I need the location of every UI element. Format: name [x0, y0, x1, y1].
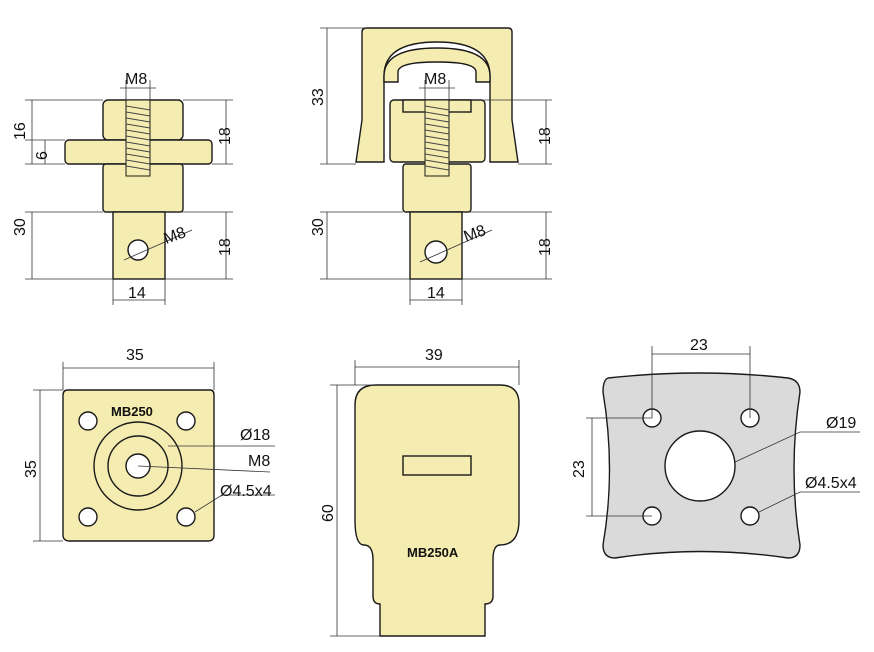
- slot: [402, 455, 472, 476]
- thread-lines: [424, 105, 450, 171]
- cross-hole: [127, 239, 149, 261]
- v2-thread-label: M8: [424, 71, 446, 88]
- plate-hole-br: [740, 506, 760, 526]
- v1-height-18-top: 18: [217, 127, 234, 145]
- v1-hole-label: M8: [162, 224, 189, 248]
- cross-hole: [424, 240, 448, 264]
- center-hole: [664, 430, 736, 502]
- cap-outer: [355, 27, 519, 163]
- v3-dia-outer-label: Ø18: [240, 427, 270, 444]
- v1-height-18-shaft: 18: [217, 238, 234, 256]
- v3-height-label: 35: [23, 460, 40, 478]
- v3-width-label: 35: [126, 347, 144, 364]
- v2-width-label: 14: [427, 285, 445, 302]
- corner-hole-tr: [176, 411, 196, 431]
- v2-height-30: 30: [310, 218, 327, 236]
- v5-spacing-y-label: 23: [571, 460, 588, 478]
- v5-spacing-x-label: 23: [690, 337, 708, 354]
- v1-height-6: 6: [34, 151, 51, 160]
- v1-height-16: 16: [12, 122, 29, 140]
- v2-height-18-shaft: 18: [537, 238, 554, 256]
- view-mb250a-front: [330, 360, 520, 637]
- v1-height-30: 30: [12, 218, 29, 236]
- v3-code-label: MB250: [111, 404, 153, 419]
- corner-hole-br: [176, 507, 196, 527]
- v2-height-33: 33: [310, 88, 327, 106]
- v1-thread-label: M8: [125, 71, 147, 88]
- v5-dia-center-label: Ø19: [826, 415, 856, 432]
- cap-arch: [383, 47, 491, 83]
- v2-height-18-top: 18: [537, 127, 554, 145]
- v2-hole-label: M8: [462, 222, 489, 246]
- view-mb250a-side: [320, 27, 552, 305]
- corner-hole-tl: [78, 411, 98, 431]
- view-plate: [586, 346, 860, 559]
- v3-holes-label: Ø4.5x4: [220, 483, 272, 500]
- v1-width-label: 14: [128, 285, 146, 302]
- v5-holes-label: Ø4.5x4: [805, 475, 857, 492]
- view-mb250-top: [33, 362, 275, 542]
- view-mb250-side: [25, 80, 233, 305]
- v4-height-label: 60: [320, 504, 337, 522]
- cap-body: [354, 384, 520, 637]
- corner-hole-bl: [78, 507, 98, 527]
- thread-lines: [125, 105, 151, 171]
- v4-width-label: 39: [425, 347, 443, 364]
- v4-code-label: MB250A: [407, 545, 459, 560]
- v3-thread-label: M8: [248, 453, 270, 470]
